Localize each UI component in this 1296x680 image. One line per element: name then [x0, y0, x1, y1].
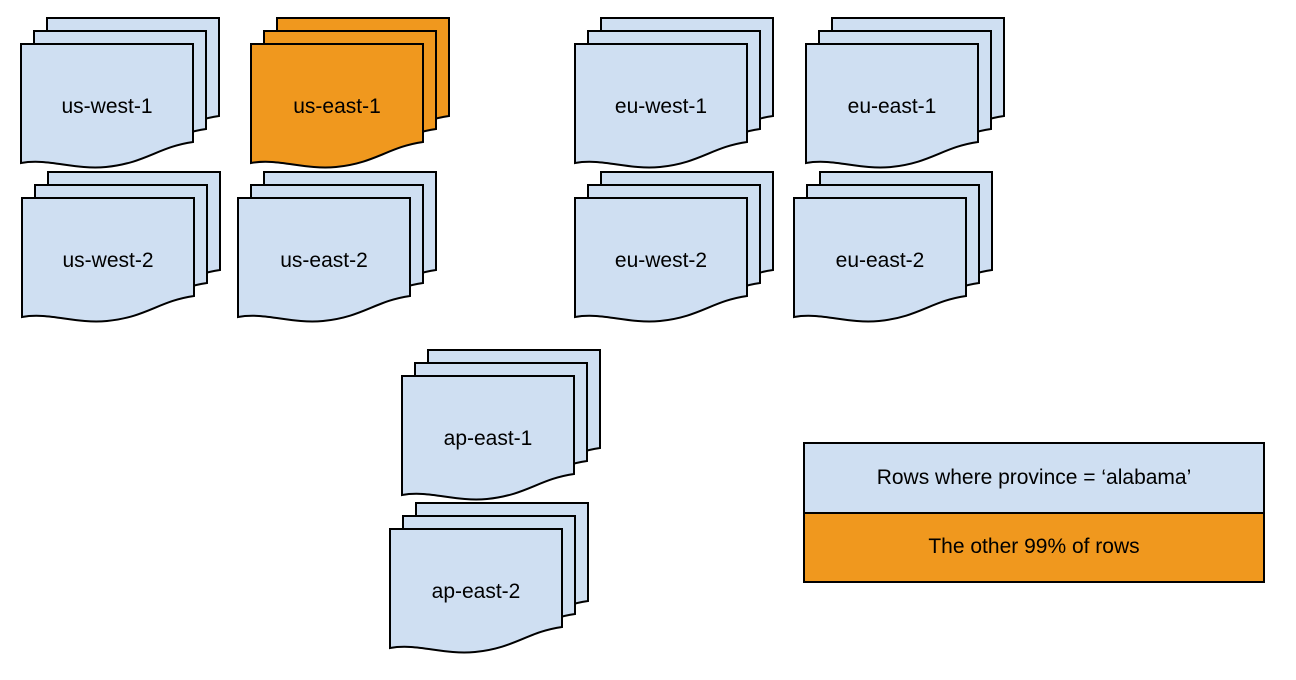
sheet-front: [250, 43, 424, 169]
doc-stack-eu-east-1: eu-east-1: [805, 17, 1005, 169]
document-stack-icon: [793, 171, 993, 323]
document-stack-icon: [805, 17, 1005, 169]
sheet-front: [793, 197, 967, 323]
doc-stack-ap-east-1: ap-east-1: [401, 349, 601, 501]
doc-stack-eu-west-1: eu-west-1: [574, 17, 774, 169]
document-stack-icon: [20, 17, 220, 169]
sheet-front: [21, 197, 195, 323]
legend-label-alabama: Rows where province = ‘alabama’: [876, 465, 1192, 489]
sheet-front: [389, 528, 563, 654]
legend-row-alabama: Rows where province = ‘alabama’: [805, 444, 1263, 514]
document-stack-icon: [21, 171, 221, 323]
sheet-front: [574, 197, 748, 323]
doc-stack-us-east-2: us-east-2: [237, 171, 437, 323]
document-stack-icon: [250, 17, 450, 169]
sheet-front: [20, 43, 194, 169]
legend-label-other-rows: The other 99% of rows: [928, 535, 1140, 559]
document-stack-icon: [574, 17, 774, 169]
doc-stack-eu-west-2: eu-west-2: [574, 171, 774, 323]
sheet-front: [805, 43, 979, 169]
legend: Rows where province = ‘alabama’ The othe…: [803, 442, 1265, 583]
legend-row-other-rows: The other 99% of rows: [805, 513, 1263, 581]
document-stack-icon: [401, 349, 601, 501]
doc-stack-us-west-2: us-west-2: [21, 171, 221, 323]
sheet-front: [401, 375, 575, 501]
sheet-front: [574, 43, 748, 169]
doc-stack-us-west-1: us-west-1: [20, 17, 220, 169]
document-stack-icon: [574, 171, 774, 323]
document-stack-icon: [389, 502, 589, 654]
doc-stack-eu-east-2: eu-east-2: [793, 171, 993, 323]
sheet-front: [237, 197, 411, 323]
doc-stack-ap-east-2: ap-east-2: [389, 502, 589, 654]
doc-stack-us-east-1: us-east-1: [250, 17, 450, 169]
document-stack-icon: [237, 171, 437, 323]
